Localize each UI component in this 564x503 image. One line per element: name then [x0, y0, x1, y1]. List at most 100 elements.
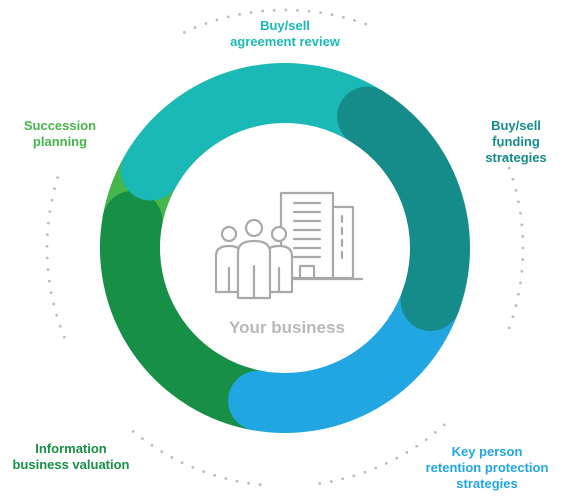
orbit-dot: [261, 9, 264, 13]
orbit-dot: [395, 456, 399, 460]
orbit-dot: [224, 477, 228, 480]
label-line: Key person: [451, 444, 523, 459]
orbit-dot: [53, 187, 56, 191]
label-line: business valuation: [12, 457, 130, 472]
orbit-dot: [226, 15, 230, 19]
orbit-dot: [45, 233, 49, 237]
label-line: planning: [32, 134, 88, 149]
dotted-orbit: [45, 8, 525, 487]
orbit-dot: [507, 326, 511, 330]
orbit-dot: [517, 292, 520, 296]
label-line: Buy/sell: [260, 18, 310, 33]
orbit-dot: [284, 8, 288, 12]
orbit-dot: [319, 11, 322, 15]
orbit-dot: [62, 335, 66, 339]
ring-segment-buy-sell-funding-strategies: [337, 86, 470, 332]
orbit-dot: [160, 450, 164, 453]
orbit-dot: [56, 176, 60, 180]
label-line: strategies: [456, 476, 518, 491]
orbit-dot: [215, 18, 219, 22]
ring-segment-information-business-valuation: [100, 191, 289, 431]
orbit-dot: [520, 269, 524, 273]
orbit-dot: [235, 479, 239, 483]
orbit-dot: [514, 189, 518, 192]
orbit-dot: [55, 313, 59, 317]
orbit-dot: [46, 221, 50, 225]
orbit-dot: [519, 211, 522, 215]
orbit-dot: [434, 431, 437, 434]
orbit-dot: [238, 12, 241, 16]
label-line: Buy/sell: [491, 118, 541, 133]
orbit-dot: [329, 480, 333, 483]
center-caption: Your business: [229, 318, 345, 337]
orbit-dot: [493, 134, 497, 138]
orbit-dot: [183, 30, 186, 34]
label-information-business-valuation: Information business valuation: [0, 441, 142, 473]
label-line: strategies: [485, 150, 547, 165]
orbit-dot: [511, 315, 515, 319]
orbit-dot: [58, 324, 62, 328]
label-key-person-retention-protection-strategies: Key person retention protection strategi…: [412, 444, 562, 492]
ring-segment-key-person-retention-protection-strategies: [228, 271, 461, 433]
orbit-dot: [204, 22, 208, 25]
orbit-dot: [352, 474, 356, 478]
orbit-dot: [193, 26, 197, 30]
label-line: funding: [492, 134, 540, 149]
orbit-dot: [52, 302, 56, 306]
orbit-dot: [318, 482, 322, 485]
orbit-dot: [364, 22, 368, 26]
label-succession-planning: Succession planning: [10, 118, 110, 150]
orbit-dot: [330, 13, 334, 17]
orbit-dot: [511, 177, 515, 181]
orbit-dot: [341, 15, 345, 19]
label-buy-sell-agreement-review: Buy/sell agreement review: [190, 18, 380, 50]
orbit-dot: [150, 443, 154, 447]
service-ring: [100, 63, 470, 433]
orbit-dot: [503, 155, 507, 159]
orbit-dot: [180, 461, 184, 465]
orbit-dot: [141, 437, 144, 440]
orbit-dot: [498, 145, 502, 149]
orbit-dot: [49, 291, 53, 294]
label-line: agreement review: [230, 34, 340, 49]
orbit-dot: [521, 234, 525, 238]
orbit-dot: [47, 279, 51, 283]
orbit-dot: [519, 281, 522, 285]
orbit-dot: [520, 223, 524, 227]
label-line: Succession: [23, 118, 97, 133]
ring-segment-buy-sell-agreement-review: [120, 63, 398, 201]
orbit-dot: [353, 19, 356, 22]
orbit-dot: [249, 11, 253, 14]
orbit-dot: [191, 466, 195, 469]
orbit-dot: [384, 461, 388, 465]
orbit-dot: [307, 9, 311, 13]
orbit-dot: [170, 455, 174, 459]
orbit-dot: [46, 268, 50, 271]
orbit-dot: [213, 473, 217, 477]
orbit-dot: [131, 429, 135, 433]
orbit-dot: [442, 423, 446, 427]
orbit-dot: [363, 470, 367, 474]
orbit-dot: [258, 483, 262, 487]
orbit-dot: [374, 466, 378, 470]
orbit-dot: [272, 8, 276, 12]
label-line: Information: [35, 441, 107, 456]
orbit-dot: [405, 451, 409, 454]
orbit-dot: [341, 477, 344, 481]
orbit-dot: [296, 8, 299, 12]
orbit-dot: [45, 256, 49, 260]
orbit-dot: [202, 470, 206, 474]
orbit-dot: [45, 244, 49, 248]
orbit-dot: [424, 438, 428, 441]
label-buy-sell-funding-strategies: Buy/sell funding strategies: [468, 118, 564, 166]
orbit-dot: [521, 258, 525, 262]
orbit-dot: [50, 198, 54, 202]
orbit-dot: [507, 166, 511, 170]
orbit-dot: [48, 210, 52, 213]
orbit-dot: [514, 304, 518, 307]
label-line: retention protection: [425, 460, 549, 475]
business-people-building-icon: [214, 191, 364, 300]
orbit-dot: [247, 481, 250, 485]
orbit-dot: [415, 444, 419, 448]
